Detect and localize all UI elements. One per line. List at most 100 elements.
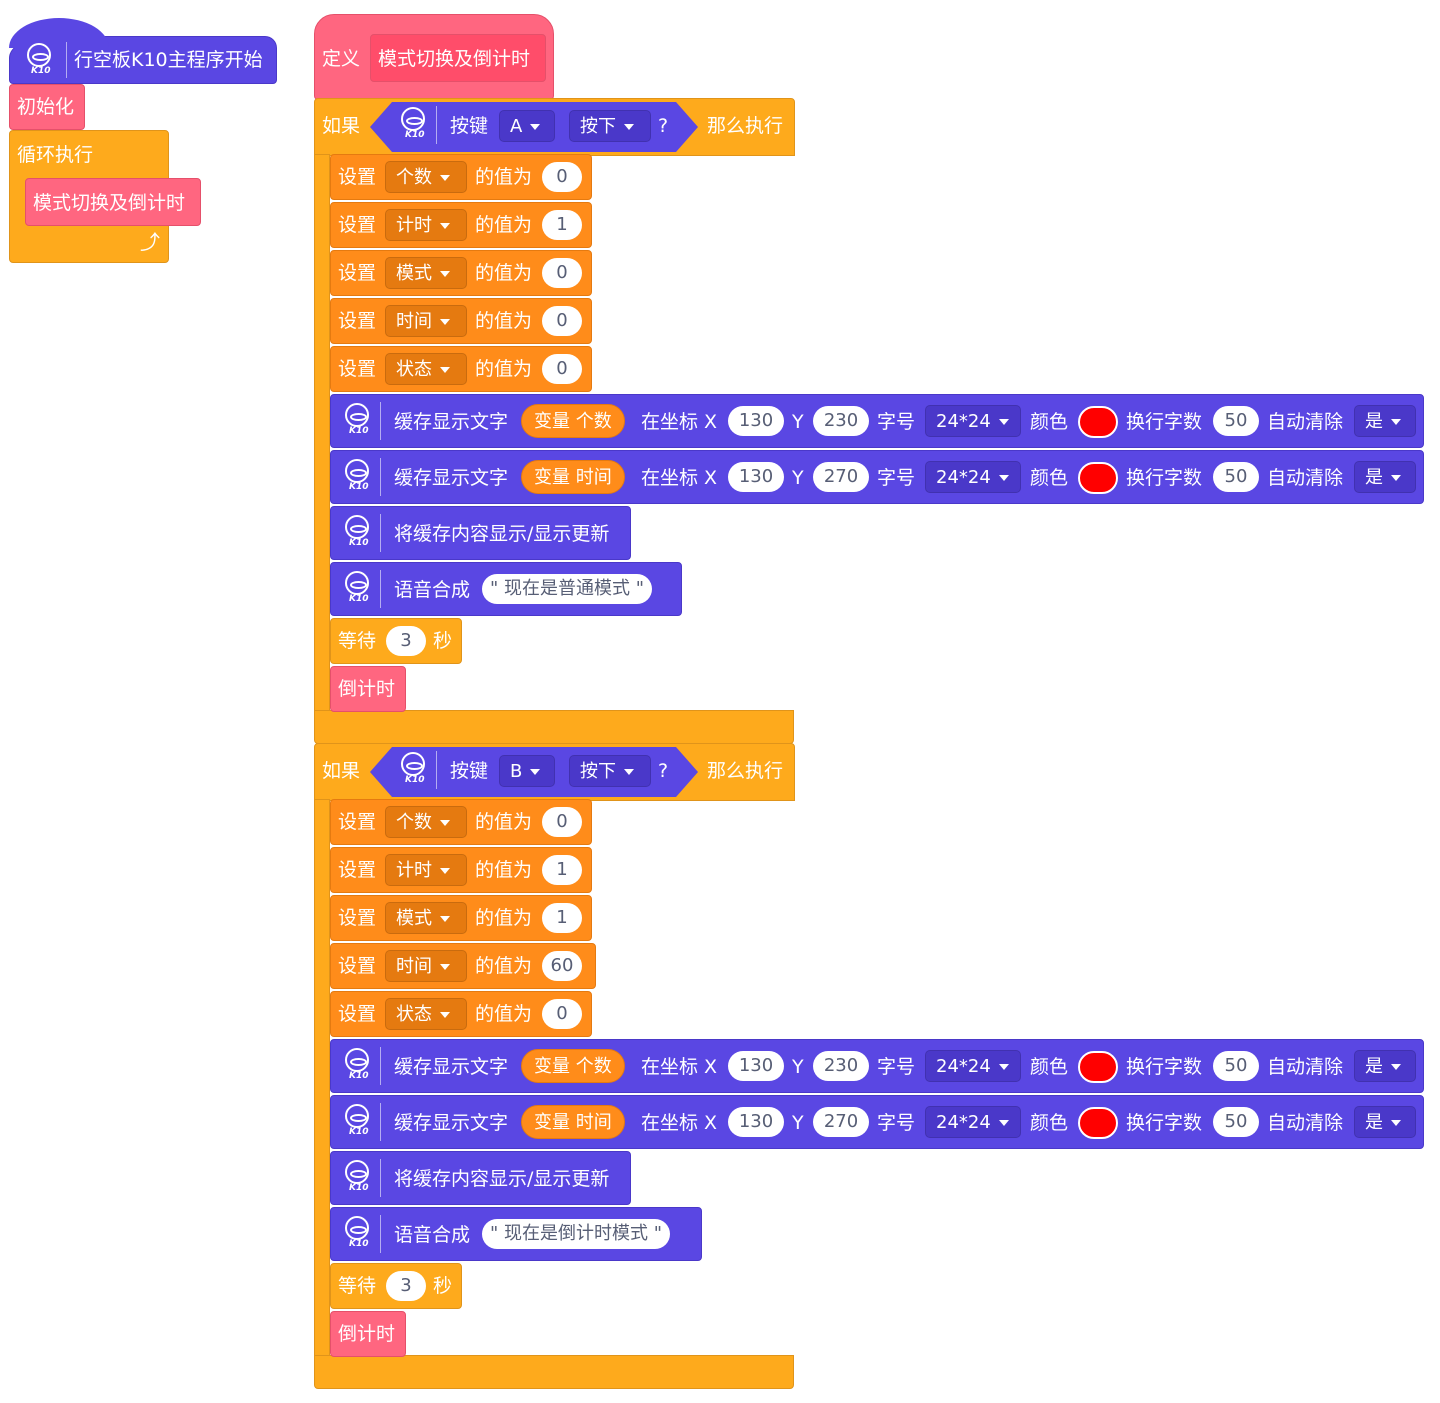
countdown-call-block[interactable] <box>330 1311 406 1357</box>
if-block-footer <box>314 710 794 744</box>
y-input[interactable]: 270 <box>813 1107 869 1137</box>
variable-dropdown[interactable]: 状态 <box>385 998 467 1030</box>
countdown-call-block[interactable] <box>330 666 406 712</box>
if-block-arm <box>314 154 330 714</box>
wrap-input[interactable]: 50 <box>1213 406 1259 436</box>
value-input[interactable]: 1 <box>542 855 582 885</box>
font-size-value: 24*24 <box>936 467 991 488</box>
chevron-down-icon <box>624 124 634 130</box>
x-label: 在坐标 X <box>641 411 718 433</box>
x-input[interactable]: 130 <box>728 406 784 436</box>
wrap-input[interactable]: 50 <box>1213 1107 1259 1137</box>
variable-reporter[interactable]: 变量 时间 <box>521 460 625 494</box>
auto-clear-dropdown[interactable]: 是 <box>1354 405 1416 437</box>
set-label: 设置 <box>338 955 377 977</box>
chevron-down-icon <box>624 769 634 775</box>
loop-call-block[interactable] <box>25 178 201 226</box>
auto-clear-dropdown[interactable]: 是 <box>1354 461 1416 493</box>
set-label: 设置 <box>338 1003 377 1025</box>
y-input[interactable]: 270 <box>813 462 869 492</box>
variable-dropdown[interactable]: 时间 <box>385 305 467 337</box>
tts-text-input[interactable]: " 现在是普通模式 " <box>482 574 653 604</box>
chevron-down-icon <box>440 868 450 874</box>
wait-input[interactable]: 3 <box>386 1271 426 1301</box>
init-label: 初始化 <box>17 96 75 118</box>
then-label: 那么执行 <box>707 760 784 782</box>
wait-block[interactable] <box>330 1263 462 1309</box>
value-input[interactable]: 1 <box>542 210 582 240</box>
var-name: 个数 <box>575 1056 612 1077</box>
variable-reporter[interactable]: 变量 个数 <box>521 1049 625 1083</box>
then-label: 那么执行 <box>707 115 784 137</box>
variable-name: 模式 <box>396 263 432 284</box>
display-label: 缓存显示文字 <box>394 411 509 433</box>
set-label: 设置 <box>338 310 377 332</box>
auto-clear-label: 自动清除 <box>1267 411 1344 433</box>
auto-clear-label: 自动清除 <box>1267 1056 1344 1078</box>
x-input[interactable]: 130 <box>728 462 784 492</box>
wrap-input[interactable]: 50 <box>1213 1051 1259 1081</box>
variable-dropdown[interactable]: 时间 <box>385 950 467 982</box>
variable-reporter[interactable]: 变量 时间 <box>521 1105 625 1139</box>
tts-text-input[interactable]: " 现在是倒计时模式 " <box>482 1219 671 1249</box>
value-input[interactable]: 0 <box>542 999 582 1029</box>
font-size-value: 24*24 <box>936 1056 991 1077</box>
chevron-down-icon <box>440 964 450 970</box>
color-swatch[interactable] <box>1078 406 1118 438</box>
font-size-dropdown[interactable]: 24*24 <box>925 1106 1021 1138</box>
x-input[interactable]: 130 <box>728 1051 784 1081</box>
display-label: 缓存显示文字 <box>394 1056 509 1078</box>
auto-clear-dropdown[interactable]: 是 <box>1354 1050 1416 1082</box>
countdown-label: 倒计时 <box>338 1323 396 1345</box>
color-swatch[interactable] <box>1078 1107 1118 1139</box>
auto-clear-value: 是 <box>1365 1056 1383 1077</box>
variable-dropdown[interactable]: 个数 <box>385 161 467 193</box>
k10-board-icon: K10 <box>338 1045 380 1087</box>
wait-unit: 秒 <box>433 1275 453 1297</box>
variable-dropdown[interactable]: 模式 <box>385 257 467 289</box>
value-label: 的值为 <box>475 859 533 881</box>
value-input[interactable]: 0 <box>542 258 582 288</box>
key-dropdown[interactable]: A <box>499 110 555 142</box>
chevron-down-icon <box>440 1012 450 1018</box>
k10-board-icon: K10 <box>338 1157 380 1199</box>
value-input[interactable]: 0 <box>542 354 582 384</box>
variable-dropdown[interactable]: 模式 <box>385 902 467 934</box>
if-label: 如果 <box>322 760 361 782</box>
variable-reporter[interactable]: 变量 个数 <box>521 404 625 438</box>
y-input[interactable]: 230 <box>813 1051 869 1081</box>
variable-dropdown[interactable]: 计时 <box>385 854 467 886</box>
state-value: 按下 <box>580 116 616 137</box>
loop-arrow-icon: ⤴ <box>140 230 160 254</box>
variable-dropdown[interactable]: 状态 <box>385 353 467 385</box>
var-prefix: 变量 <box>534 1112 570 1133</box>
value-input[interactable]: 1 <box>542 903 582 933</box>
variable-dropdown[interactable]: 个数 <box>385 806 467 838</box>
y-input[interactable]: 230 <box>813 406 869 436</box>
value-input[interactable]: 0 <box>542 807 582 837</box>
wrap-input[interactable]: 50 <box>1213 462 1259 492</box>
value-input[interactable]: 0 <box>542 306 582 336</box>
color-label: 颜色 <box>1030 411 1069 433</box>
wait-input[interactable]: 3 <box>386 626 426 656</box>
variable-name: 时间 <box>396 311 432 332</box>
auto-clear-dropdown[interactable]: 是 <box>1354 1106 1416 1138</box>
x-input[interactable]: 130 <box>728 1107 784 1137</box>
variable-name: 状态 <box>396 359 432 380</box>
key-dropdown[interactable]: B <box>499 755 555 787</box>
font-size-dropdown[interactable]: 24*24 <box>925 405 1021 437</box>
value-input[interactable]: 60 <box>542 951 582 981</box>
define-name-field[interactable] <box>370 34 546 82</box>
tts-label: 语音合成 <box>394 1224 471 1246</box>
init-block[interactable] <box>9 84 85 130</box>
chevron-down-icon <box>440 271 450 277</box>
state-dropdown[interactable]: 按下 <box>569 110 651 142</box>
color-swatch[interactable] <box>1078 462 1118 494</box>
color-swatch[interactable] <box>1078 1051 1118 1083</box>
state-dropdown[interactable]: 按下 <box>569 755 651 787</box>
value-input[interactable]: 0 <box>542 162 582 192</box>
font-size-dropdown[interactable]: 24*24 <box>925 461 1021 493</box>
auto-clear-value: 是 <box>1365 1112 1383 1133</box>
variable-dropdown[interactable]: 计时 <box>385 209 467 241</box>
font-size-dropdown[interactable]: 24*24 <box>925 1050 1021 1082</box>
